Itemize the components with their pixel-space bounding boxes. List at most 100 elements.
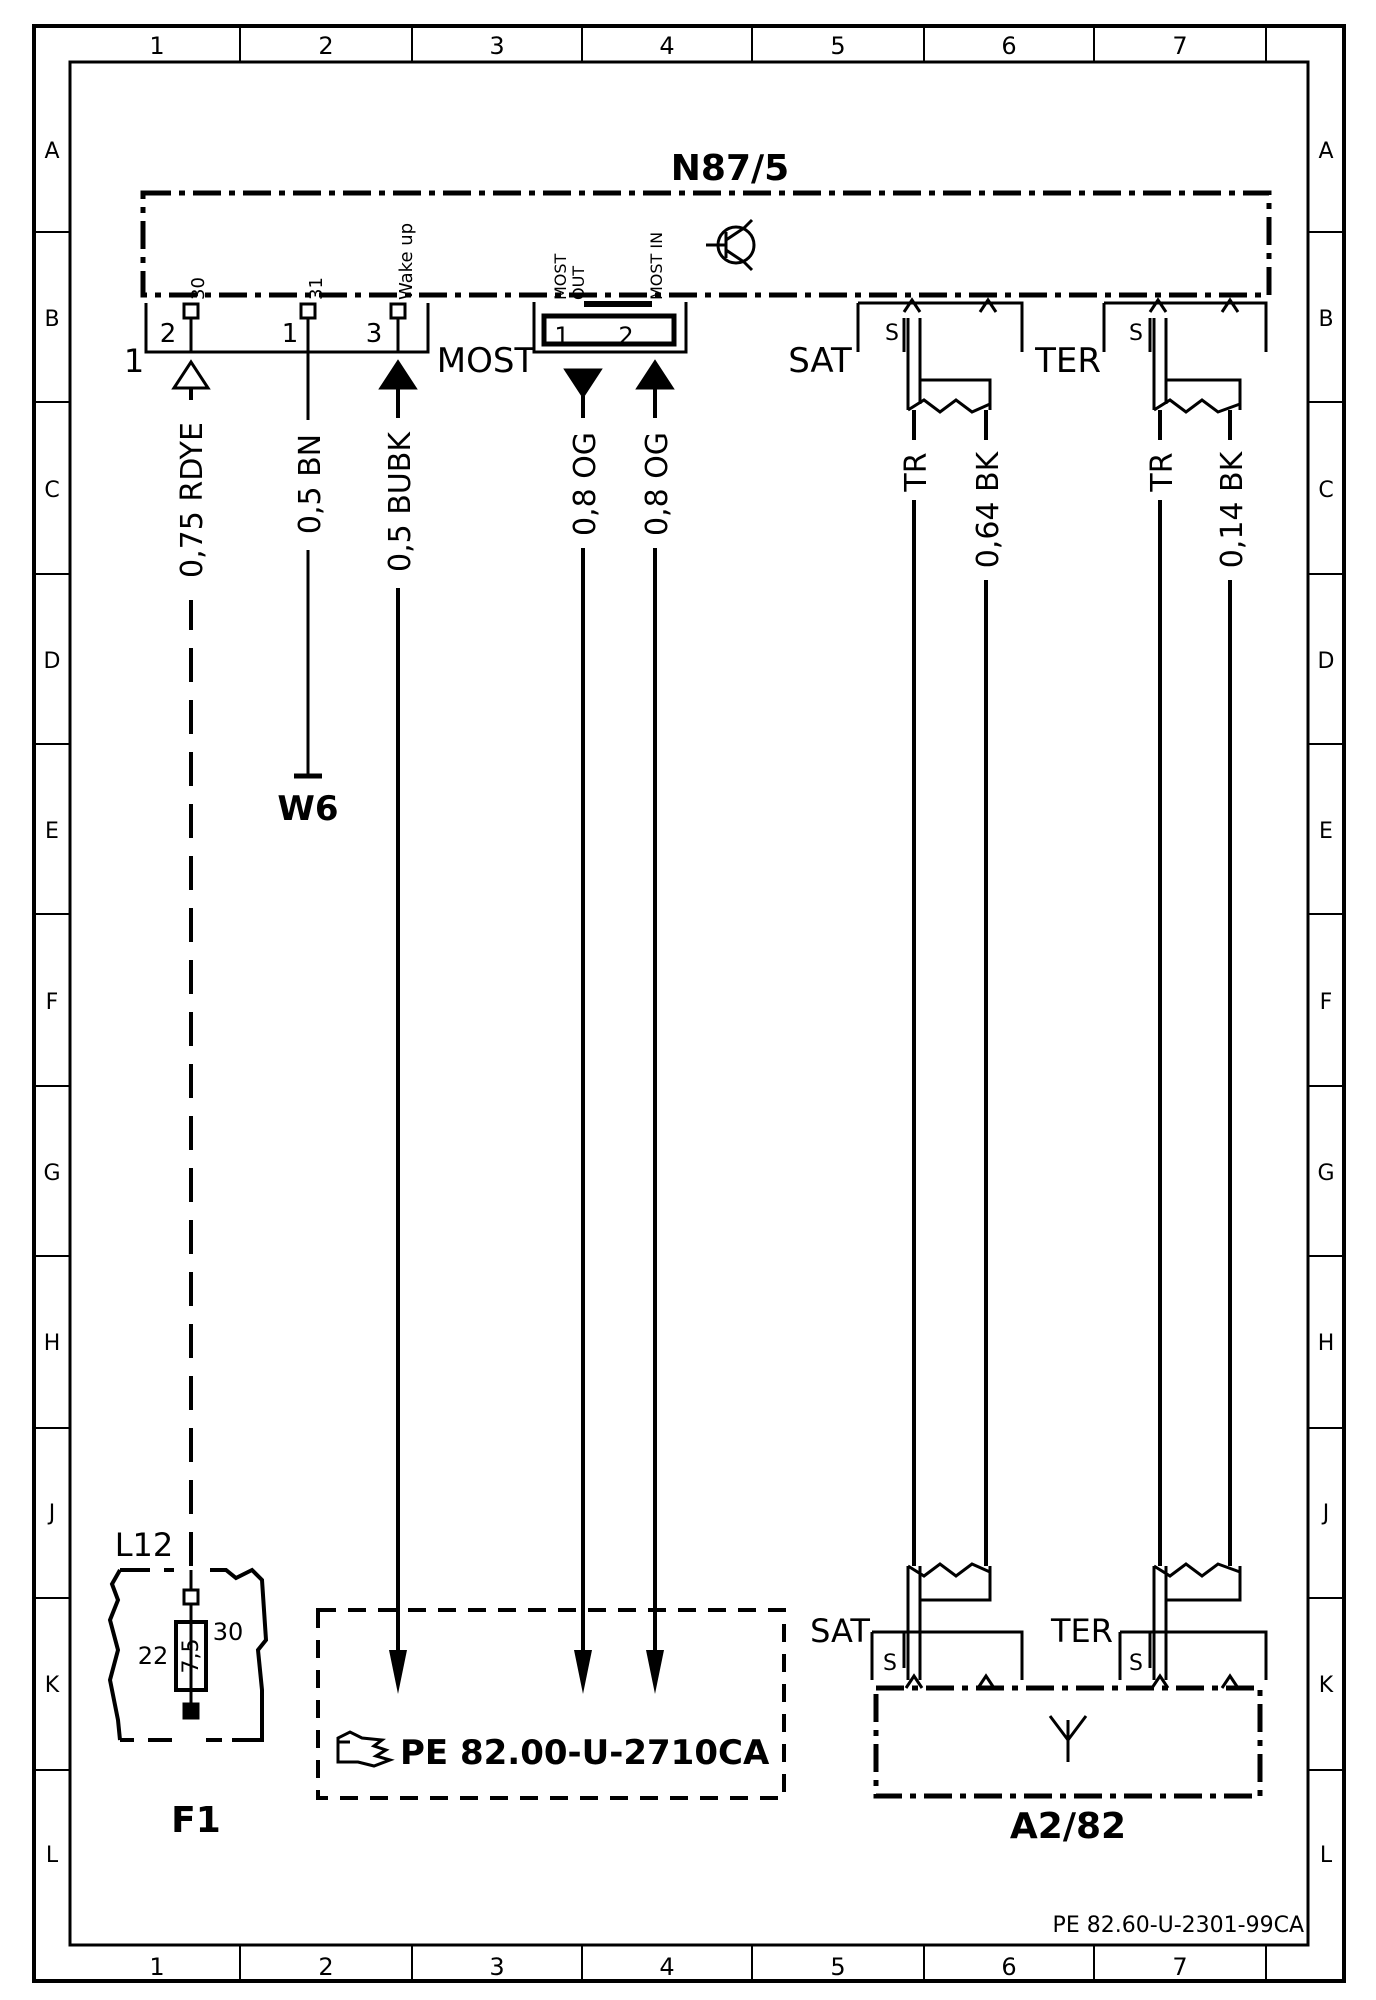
col-label: 4: [659, 1953, 674, 1981]
sat-shield-mark: S: [885, 321, 899, 346]
wire-arrows-top: [171, 359, 675, 399]
document-id: PE 82.60-U-2301-99CA: [1053, 1913, 1304, 1938]
row-label: C: [1318, 478, 1333, 503]
col-label: 2: [318, 1953, 333, 1981]
wire-og-in-label: 0,8 OG: [640, 432, 675, 536]
label-bg: [968, 440, 1008, 580]
most-connector-box: [532, 301, 688, 354]
connector-1-bracket: [144, 303, 430, 354]
reference-label: PE 82.00-U-2710CA: [400, 1733, 770, 1773]
sat-connector-bottom: [870, 1562, 1024, 1689]
sat-coax-top: [902, 297, 998, 414]
row-label: A: [1318, 139, 1333, 164]
label-bg: [1212, 440, 1252, 580]
most-connector-label: MOST: [437, 341, 536, 381]
row-label: C: [44, 478, 59, 503]
col-label: 3: [489, 32, 504, 60]
column-labels-bottom: 1 2 3 4 5 6 7: [149, 1953, 1187, 1981]
wire-sat-bk-label: 0,64 BK: [971, 450, 1006, 568]
wire-sat-tr-label: TR: [899, 452, 934, 492]
pin-31: 1 31: [282, 277, 327, 352]
ter-connector-label-bottom: TER: [1050, 1612, 1113, 1650]
antenna-module-label: A2/82: [1010, 1806, 1126, 1847]
col-label: 5: [830, 1953, 845, 1981]
row-label: J: [1321, 1501, 1330, 1526]
fuse-terminal-top: [182, 1588, 200, 1606]
col-label: 4: [659, 32, 674, 60]
reference-box: [316, 1608, 786, 1800]
pin-wake-up-num: 3: [366, 319, 383, 349]
col-label: 2: [318, 32, 333, 60]
label-bg: [290, 420, 330, 550]
col-label: 1: [149, 1953, 164, 1981]
ter-connector-box: [1102, 301, 1268, 352]
ter-shield-mark: S: [1129, 321, 1143, 346]
pin-30: 2 30: [160, 277, 209, 352]
row-label: J: [47, 1501, 56, 1526]
row-label: G: [43, 1161, 60, 1186]
sat-connector-label: SAT: [788, 341, 852, 381]
col-label: 1: [149, 32, 164, 60]
col-label: 5: [830, 32, 845, 60]
row-label: B: [44, 307, 59, 332]
fuse-box-label: F1: [171, 1800, 221, 1841]
fuse-value: 7,5: [179, 1639, 204, 1674]
wire-ter-tr-label: TR: [1145, 452, 1180, 492]
col-label: 7: [1172, 32, 1187, 60]
ground-label: W6: [277, 789, 338, 829]
ter-coax-top: [1148, 297, 1242, 414]
most-out-num: 1: [554, 322, 569, 350]
row-label: E: [45, 819, 59, 844]
fuse-box-label-l12: L12: [115, 1526, 174, 1564]
connector-1-number: 1: [124, 342, 144, 380]
label-bg: [1142, 440, 1182, 500]
column-dividers: [239, 26, 1267, 1981]
pin-wake-up-name: Wake up: [396, 223, 417, 300]
row-label: B: [1318, 307, 1333, 332]
row-label: F: [1320, 990, 1333, 1015]
label-bg: [565, 418, 605, 548]
fuse-box-outline: [107, 1567, 269, 1742]
pin-31-num: 1: [282, 319, 299, 349]
ter-connector-label: TER: [1034, 341, 1101, 381]
row-label: H: [1318, 1331, 1335, 1356]
row-label: K: [1319, 1673, 1334, 1698]
most-in-num: 2: [618, 322, 633, 350]
row-label: L: [1320, 1843, 1333, 1868]
control-unit-box: [140, 190, 1272, 298]
row-label: D: [1318, 649, 1335, 674]
fuse-terminal-bottom: [182, 1702, 200, 1720]
row-labels-left: A B C D E F G H J K L: [43, 139, 60, 1868]
row-label: A: [44, 139, 59, 164]
wire-bubk-label: 0,5 BUBK: [383, 431, 418, 572]
most-out-name: MOST: [551, 253, 570, 300]
wire-ter-bk-label: 0,14 BK: [1215, 450, 1250, 568]
most-out-name-2: OUT: [569, 266, 588, 300]
inner-frame: [68, 60, 1310, 1947]
row-label: F: [46, 990, 59, 1015]
ter-shield-mark-bottom: S: [1129, 1651, 1143, 1676]
wire-og-out-label: 0,8 OG: [568, 432, 603, 536]
label-bg: [637, 418, 677, 548]
antenna-icon: [1048, 1715, 1088, 1762]
wire-bn-label: 0,5 BN: [293, 434, 328, 534]
col-label: 6: [1001, 32, 1016, 60]
antenna-module-box: [873, 1685, 1263, 1799]
fuse-terminal-left: 22: [138, 1642, 169, 1670]
sat-connector-box: [856, 301, 1024, 352]
col-label: 3: [489, 1953, 504, 1981]
pin-31-name: 31: [306, 277, 327, 300]
row-label: E: [1319, 819, 1333, 844]
wire-rdye-label: 0,75 RDYE: [175, 422, 210, 578]
row-labels-right: A B C D E F G H J K L: [1317, 139, 1334, 1868]
control-unit-label: N87/5: [671, 148, 789, 189]
pin-30-name: 30: [188, 277, 209, 300]
transistor-icon: [706, 218, 756, 272]
pointing-hand-icon: [336, 1730, 395, 1768]
outer-frame: [32, 24, 1346, 1983]
row-label: D: [44, 649, 61, 674]
column-labels-top: 1 2 3 4 5 6 7: [149, 32, 1187, 60]
row-label: L: [46, 1843, 59, 1868]
label-bg: [380, 418, 420, 588]
